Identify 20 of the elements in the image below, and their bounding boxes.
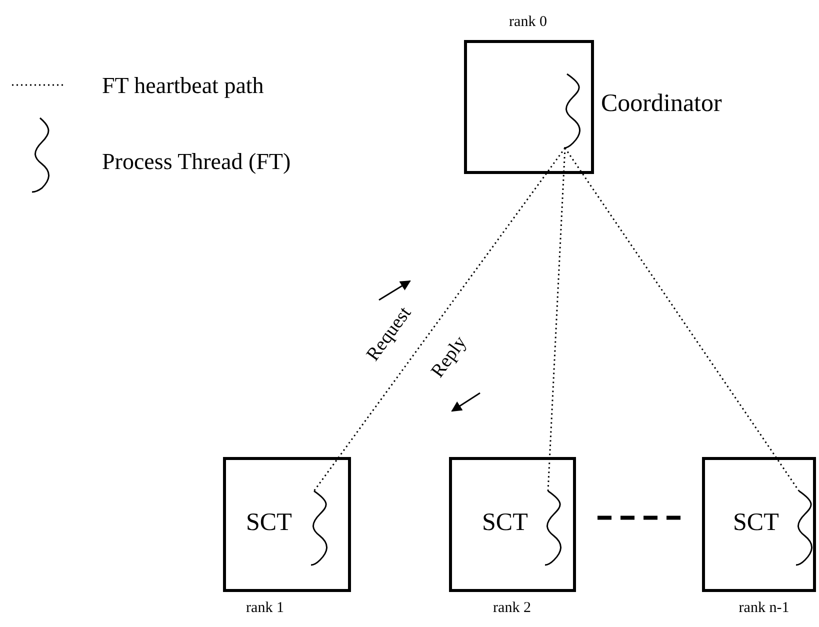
rank-label: rank 2 [493, 601, 531, 616]
process-box [702, 457, 816, 592]
thread-squiggle [793, 490, 815, 566]
thread-squiggle [561, 73, 583, 149]
rank-label: rank 1 [246, 601, 284, 616]
heartbeat-path [564, 148, 800, 492]
heartbeat-path [313, 148, 566, 492]
node-label: SCT [246, 510, 292, 535]
rank-label: rank 0 [509, 15, 547, 30]
legend-label: Process Thread (FT) [102, 150, 291, 173]
legend-label: FT heartbeat path [102, 74, 264, 97]
node-label: Coordinator [601, 91, 722, 116]
rank-label: rank n-1 [738, 601, 790, 616]
thread-squiggle [308, 490, 330, 566]
thread-squiggle [542, 490, 564, 566]
process-box [449, 457, 576, 592]
heartbeat-path [547, 148, 566, 492]
process-box [223, 457, 351, 592]
node-label: SCT [733, 510, 779, 535]
node-label: SCT [482, 510, 528, 535]
